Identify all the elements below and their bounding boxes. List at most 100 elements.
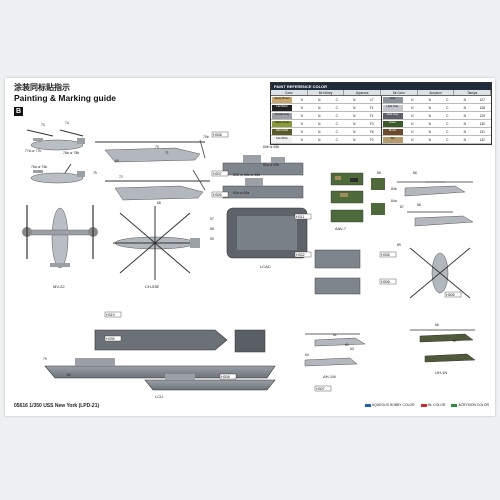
- paint-cell: H: [300, 121, 303, 126]
- paint-code-marker: H336: [379, 251, 397, 258]
- paint-cell: N: [428, 105, 431, 110]
- paint-swatch: Aircraft Gray: [272, 112, 292, 119]
- paint-column-header: Acrysion: [418, 90, 455, 95]
- paint-cell: 128: [479, 105, 485, 110]
- paint-cell: N: [318, 113, 321, 118]
- paint-cell: H: [411, 121, 414, 126]
- part-callout: 60C or 65c or 65d: [233, 173, 260, 177]
- part-callout: 85: [377, 171, 381, 175]
- paint-cell: N: [463, 129, 466, 134]
- paint-swatch: Flat Black: [272, 104, 292, 111]
- part-callout: 70: [155, 145, 159, 149]
- paint-code-text: H332: [296, 253, 305, 257]
- paint-swatch: Brown: [382, 128, 403, 135]
- ship-side-view: [44, 358, 276, 379]
- part-callout: 60a or 65a: [233, 191, 249, 195]
- paint-cell: N: [353, 137, 356, 142]
- paint-cell: C: [335, 113, 338, 118]
- paint-cell: N: [428, 137, 431, 142]
- paint-cell: C: [446, 105, 449, 110]
- label-ah1w: AH-1W: [323, 374, 336, 379]
- paint-cell: C: [335, 121, 338, 126]
- label-aav7: AAV-7: [335, 226, 347, 231]
- part-callout: 84a: [391, 199, 397, 203]
- paint-cell: N: [318, 129, 321, 134]
- paint-code-marker: H305: [444, 291, 462, 298]
- paint-cell: H: [411, 105, 414, 110]
- paint-cell: 17: [369, 97, 374, 102]
- legend-acrysion: ACRYSION COLOR: [451, 403, 489, 407]
- paint-cell: C: [446, 97, 449, 102]
- paint-code-text: H306: [381, 280, 390, 284]
- part-callout: 73: [41, 123, 45, 127]
- lcac-side-view-2: [222, 178, 304, 199]
- paint-cell: C: [335, 137, 338, 142]
- paint-cell: N: [428, 97, 431, 102]
- part-callout: 66: [435, 323, 439, 327]
- part-callout: 60b or 65b: [263, 145, 279, 149]
- ch53e-side-view-2: [105, 169, 210, 201]
- mv22-side-view: [26, 129, 85, 151]
- paint-code-marker: H335: [104, 335, 122, 342]
- paint-cell: N: [353, 129, 356, 134]
- paint-cell: N: [353, 113, 356, 118]
- paint-code-text: H336: [381, 253, 390, 257]
- part-callout: 63: [350, 347, 354, 351]
- paint-code-text: H307: [316, 387, 325, 391]
- paint-cell: N: [318, 97, 321, 102]
- part-callout: 78a or 78b: [63, 151, 79, 155]
- paint-cell: 131: [479, 129, 485, 134]
- paint-cell: H: [411, 113, 414, 118]
- paint-code-text: H308: [221, 375, 230, 379]
- lcac-side-view: [222, 155, 304, 176]
- part-callout: 70b: [203, 135, 209, 139]
- mv22-side-view-2: [30, 163, 85, 184]
- paint-cell: C: [335, 97, 338, 102]
- paint-cell: F1: [369, 113, 374, 118]
- paint-code-text: H319: [106, 313, 115, 317]
- legend-aqueous: AQUEOUS HOBBY COLOR: [364, 403, 415, 407]
- paint-cell: C: [446, 113, 449, 118]
- paint-swatch: Green: [382, 120, 403, 127]
- paint-cell: N: [318, 121, 321, 126]
- part-callout: 80: [67, 373, 71, 377]
- paint-cell: 127: [479, 97, 485, 102]
- paint-cell: C: [335, 129, 338, 134]
- paint-column-header: Mr.Color: [381, 90, 418, 95]
- paint-swatch: Olive Drab: [272, 128, 292, 135]
- part-callout: 86: [413, 171, 417, 175]
- paint-cell: C: [446, 129, 449, 134]
- paint-cell: N: [353, 97, 356, 102]
- part-callout: 61: [333, 333, 337, 337]
- part-callout: 87: [400, 205, 404, 209]
- paint-cell: C: [335, 105, 338, 110]
- paint-column-header: Aqueous: [344, 90, 382, 95]
- paint-cell: N: [353, 105, 356, 110]
- paint-code-marker: H319: [104, 311, 122, 318]
- label-ch53e: CH-53E: [145, 284, 160, 289]
- instruction-sheet: 涂装同标贴指示 Painting & Marking guide B PAINT…: [5, 78, 495, 416]
- mv22-top-view: [22, 205, 98, 269]
- part-callout: 69: [115, 159, 119, 163]
- label-lcu: LCU: [155, 394, 163, 399]
- paint-cell: H: [411, 97, 414, 102]
- ch46-side-view: [397, 181, 473, 197]
- paint-code-marker: H305: [211, 191, 229, 198]
- paint-swatch: Dark Gray: [382, 112, 403, 119]
- paint-code-text: H311: [296, 215, 304, 219]
- title-english: Painting & Marking guide: [14, 93, 117, 103]
- paint-cell: H: [411, 137, 414, 142]
- part-callout: 72: [119, 175, 123, 179]
